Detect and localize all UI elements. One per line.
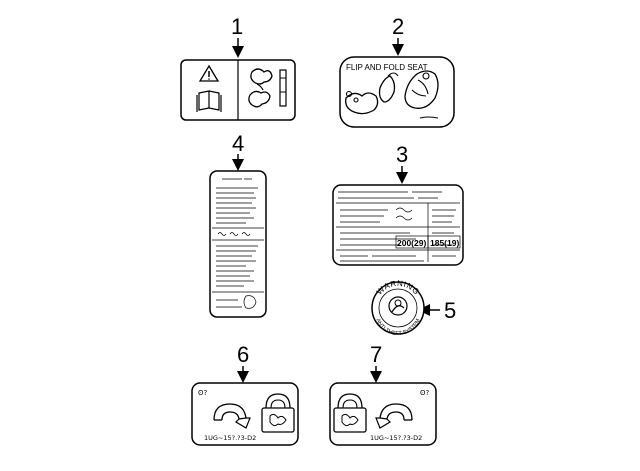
callout-number-6: 6 [237,342,249,367]
label-6-lock-decal: ʘ? 1UG~15?.?3-D2 [191,382,299,446]
label-2-seat-decal: FLIP AND FOLD SEAT [339,56,455,128]
rotate-arrow-icon [213,403,251,429]
warning-triangle-icon [198,64,220,82]
callout-number-2: 2 [392,14,404,39]
tire-table-lines [336,191,461,262]
callout-3: 3 [396,142,408,184]
tire-pressure-rear: 185(19) [430,238,459,248]
label-3-tire-info-decal: 200(29) 185(19) [332,184,464,266]
padlock-icon [261,393,295,433]
airbag-pictogram-icon [248,68,287,108]
callout-2: 2 [392,14,404,56]
svg-text:ʘ?: ʘ? [198,389,208,397]
svg-text:ʘ?: ʘ? [420,389,430,397]
callout-1: 1 [231,14,244,58]
callout-7: 7 [370,342,382,383]
callout-4: 4 [232,131,244,171]
seat-folding-pictogram-icon [345,70,439,119]
callout-6: 6 [237,342,249,383]
part-number-6: 1UG~15?.?3-D2 [204,434,256,442]
callout-number-5: 5 [444,298,456,323]
callout-number-1: 1 [231,14,243,39]
seat-decal-title: FLIP AND FOLD SEAT [346,63,428,72]
callout-number-4: 4 [232,131,244,156]
callout-number-3: 3 [396,142,408,167]
padlock-icon [333,393,367,433]
security-symbol-icon [388,296,408,316]
part-number-7: 1UG~15?.?3-D2 [370,434,422,442]
rotate-arrow-icon [375,403,413,429]
owner-manual-icon [196,90,222,112]
callout-5: 5 [418,298,456,323]
text-block-4 [212,178,264,309]
label-4-information-decal [209,170,267,318]
label-7-lock-decal: ʘ? 1UG~15?.?3-D2 [329,382,437,446]
label-5-anti-theft-decal: WARNING ANTI-THEFT SYSTEM [371,279,425,337]
tire-pressure-front: 200(29) [397,238,426,248]
label-1-warning-decal [180,59,296,121]
callout-number-7: 7 [370,342,382,367]
